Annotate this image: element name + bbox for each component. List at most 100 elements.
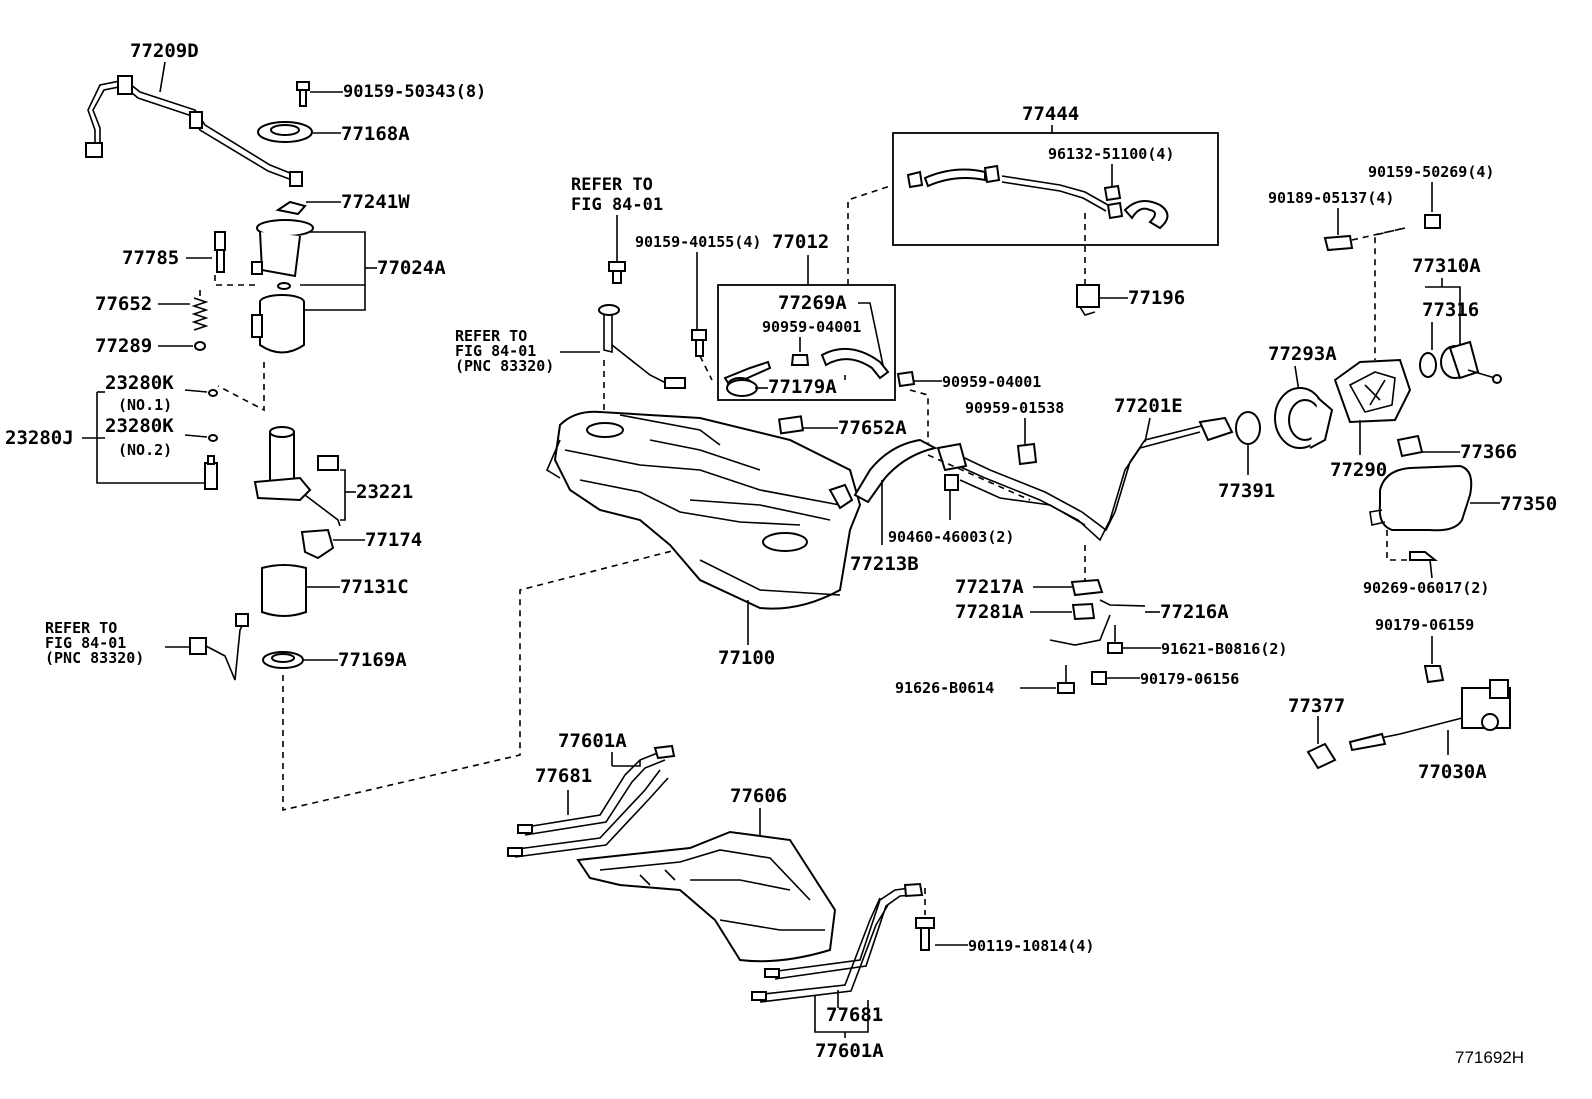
fuel-door-77350: [1369, 464, 1473, 532]
hose-77269A: [820, 347, 890, 380]
label-77269A: 77269A: [778, 292, 847, 314]
label-23221: 23221: [356, 481, 413, 503]
label-90159-50343: 90159-50343(8): [343, 82, 486, 102]
gasket-77316: [1419, 352, 1437, 378]
refer-note-3-line2: FIG 84-01: [455, 342, 536, 360]
label-77350: 77350: [1500, 493, 1557, 515]
bolt-91626-B0614: [1057, 665, 1075, 694]
label-77366: 77366: [1460, 441, 1517, 463]
clamp-90460-46003: [944, 474, 959, 491]
label-90119-10814: 90119-10814(4): [968, 937, 1094, 955]
diagram-id: 771692H: [1455, 1048, 1524, 1067]
gasket-77652A: [777, 415, 804, 435]
label-77310A: 77310A: [1412, 255, 1481, 277]
label-77168A: 77168A: [341, 123, 410, 145]
spring-77366: [1396, 434, 1424, 458]
label-23280K-no1: 23280K: [105, 372, 174, 394]
label-77213B: 77213B: [850, 553, 919, 575]
bolt-90119-10814: [915, 917, 935, 951]
label-77241W: 77241W: [341, 191, 410, 213]
clamp-90959-04001-a: [790, 354, 810, 366]
label-77281A: 77281A: [955, 601, 1024, 623]
label-23280J: 23280J: [5, 427, 74, 449]
bolt-refer: [608, 261, 626, 284]
label-no1: (NO.1): [118, 396, 172, 414]
label-77289: 77289: [95, 335, 152, 357]
refer-note-2-line1: REFER TO: [571, 175, 653, 195]
label-90189-05137: 90189-05137(4): [1268, 189, 1394, 207]
label-77293A: 77293A: [1268, 343, 1337, 365]
label-23280K-no2: 23280K: [105, 415, 174, 437]
label-90179-06156: 90179-06156: [1140, 670, 1239, 688]
group-box-77012: [717, 284, 896, 401]
label-77131C: 77131C: [340, 576, 409, 598]
label-77012: 77012: [772, 231, 829, 253]
bolt-90159-50269: [1424, 214, 1441, 229]
label-77174: 77174: [365, 529, 422, 551]
sender-77785: [214, 231, 226, 273]
filler-pipe-77201E: [936, 416, 1234, 542]
nut-90179-06156: [1091, 671, 1107, 685]
valve-77179A: [723, 360, 772, 397]
strap-bottom: [751, 882, 924, 1003]
strap-top: [507, 744, 676, 858]
label-77391: 77391: [1218, 480, 1275, 502]
label-77100: 77100: [718, 647, 775, 669]
fuel-line-77209D: [85, 75, 303, 187]
filter-77131C: [261, 564, 307, 617]
label-77290: 77290: [1330, 459, 1387, 481]
label-77179A: 77179A: [768, 376, 837, 398]
label-77681-bottom: 77681: [826, 1004, 883, 1026]
cap-77289: [194, 341, 206, 351]
cushion-77174: [300, 528, 335, 560]
clip-90959-01538: [1016, 442, 1038, 466]
clip-77241W: [275, 200, 307, 216]
label-77209D: 77209D: [130, 40, 199, 62]
label-77024A: 77024A: [377, 257, 446, 279]
label-96132-51100: 96132-51100(4): [1048, 145, 1174, 163]
bracket-77217A: [1070, 578, 1104, 597]
filter-canister: [251, 294, 305, 354]
label-77377: 77377: [1288, 695, 1345, 717]
screw-90269-06017: [1409, 551, 1438, 561]
label-90460-46003: 90460-46003(2): [888, 528, 1014, 546]
spring-77652: [191, 297, 209, 331]
refer-note-1-line2: FIG 84-01: [45, 634, 126, 652]
refer-note-1-line3: (PNC 83320): [45, 649, 144, 667]
valve-77196: [1076, 284, 1100, 316]
cap-77377: [1306, 742, 1337, 770]
fuel-sender-gauge: [598, 304, 686, 389]
group-box-77444: [892, 132, 1219, 246]
bracket-77216A: [1049, 599, 1146, 646]
hose-77213B: [853, 438, 938, 504]
label-77652: 77652: [95, 293, 152, 315]
label-no2: (NO.2): [118, 441, 172, 459]
label-91626-B0614: 91626-B0614: [895, 679, 994, 697]
label-77785: 77785: [122, 247, 179, 269]
label-77216A: 77216A: [1160, 601, 1229, 623]
label-77196: 77196: [1128, 287, 1185, 309]
label-90959-01538: 90959-01538: [965, 399, 1064, 417]
fuel-tank-77100: [545, 410, 862, 610]
gasket-77391: [1235, 411, 1261, 445]
label-77681-top: 77681: [535, 765, 592, 787]
pump-bracket-77024A: [251, 219, 314, 290]
label-77444: 77444: [1022, 103, 1079, 125]
refer-note-3-line3: (PNC 83320): [455, 357, 554, 375]
protector-77606: [576, 830, 837, 963]
label-77316: 77316: [1422, 299, 1479, 321]
label-90159-50269: 90159-50269(4): [1368, 163, 1494, 181]
label-90269-06017: 90269-06017(2): [1363, 579, 1489, 597]
clamp-90959-04001-b: [896, 370, 916, 388]
opener-77030A: [1348, 679, 1511, 752]
clamp-tank: [828, 483, 854, 510]
regulator-23280J: [204, 455, 218, 490]
label-77652A: 77652A: [838, 417, 907, 439]
bolt-90159-50343: [296, 81, 310, 107]
label-77601A-top: 77601A: [558, 730, 627, 752]
label-77217A: 77217A: [955, 576, 1024, 598]
bolt-91621-B0816: [1107, 625, 1123, 654]
clip-90189-05137: [1323, 234, 1354, 252]
oring-23280K-1: [208, 389, 218, 397]
